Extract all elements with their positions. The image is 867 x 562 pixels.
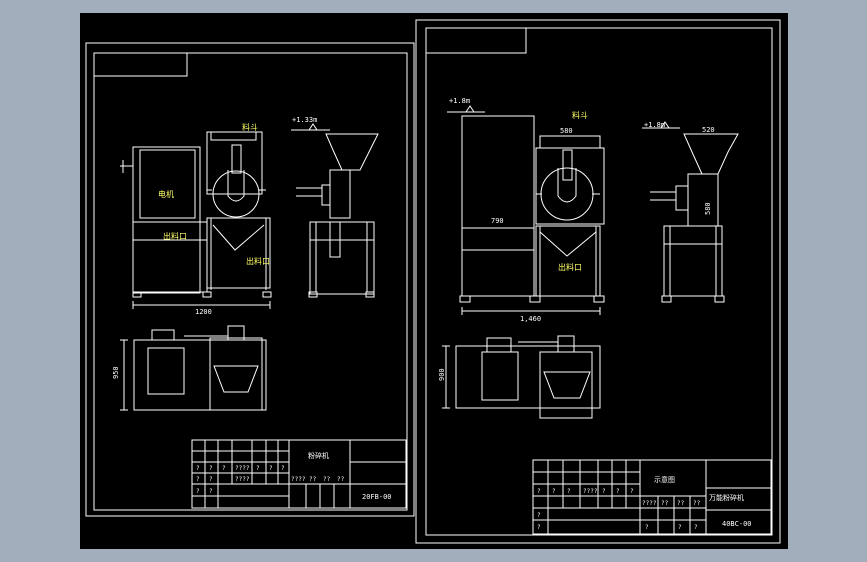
left-motor-label: 电机 (158, 189, 174, 199)
left-side-view (291, 123, 379, 298)
tb-cell: ???? (642, 500, 657, 507)
drawing-canvas (80, 13, 788, 549)
right-dim-mid: 790 (491, 217, 504, 225)
tb-cell: ?? (337, 476, 345, 483)
right-front-view (447, 105, 605, 315)
sheet-left-corner-box (93, 52, 188, 77)
left-width-dim: 1200 (195, 308, 212, 316)
tb-cell: ? (537, 512, 541, 519)
sheet-right-inner-border (425, 27, 773, 536)
right-plan-view (442, 335, 601, 419)
left-outlet-label-1: 出料口 (163, 231, 187, 241)
tb-cell: ? (281, 465, 285, 472)
left-titleblock (191, 439, 407, 509)
tb-cell: ?? (323, 476, 331, 483)
left-tb-cells: ? ? ? ???? ? ? ? ? ? ???? ???? ?? ?? ?? … (196, 465, 345, 495)
sheet-right-outer-border (415, 19, 781, 544)
sheet-left-inner-border (93, 52, 408, 511)
left-tb-drawing-no: 20FB-00 (362, 493, 392, 501)
tb-cell: ? (694, 524, 698, 531)
right-hopper-label: 料斗 (572, 110, 588, 120)
tb-cell: ? (537, 488, 541, 495)
left-plan-view (120, 325, 267, 411)
tb-cell: ???? (235, 476, 250, 483)
tb-cell: ?? (693, 500, 701, 507)
right-dim-top-1: 580 (560, 127, 573, 135)
right-tb-drawing-no: 40BC-00 (722, 520, 752, 528)
sheet-right-corner-box (425, 27, 527, 54)
tb-cell: ? (602, 488, 606, 495)
tb-cell: ?? (677, 500, 685, 507)
left-tb-title: 粉碎机 (308, 451, 329, 460)
right-tb-cells: ? ? ? ???? ? ? ? ???? ?? ?? ?? ? ? ? ? ? (537, 488, 701, 531)
tb-cell: ? (196, 476, 200, 483)
tb-cell: ? (567, 488, 571, 495)
tb-cell: ? (630, 488, 634, 495)
tb-cell: ? (269, 465, 273, 472)
tb-cell: ? (196, 488, 200, 495)
right-plan-dim: 900 (438, 368, 446, 381)
right-side-view (642, 121, 739, 303)
left-outlet-label-2: 出料口 (246, 256, 270, 266)
left-hopper-label: 料斗 (242, 122, 258, 132)
left-plan-dim: 950 (112, 366, 120, 379)
sheet-left (85, 42, 415, 517)
right-dim-side: 580 (704, 202, 712, 215)
tb-cell: ? (209, 488, 213, 495)
right-elevation-2: +1.8m (644, 121, 665, 129)
left-elevation-label: +1.33m (292, 116, 317, 124)
right-elevation-1: +1.8m (449, 97, 470, 105)
tb-cell: ? (196, 465, 200, 472)
right-outlet-label: 出料口 (558, 262, 582, 272)
right-tb-title: 万能粉碎机 (709, 493, 744, 502)
left-front-view (120, 131, 272, 309)
tb-cell: ? (616, 488, 620, 495)
tb-cell: ???? (583, 488, 598, 495)
sheet-right (415, 19, 781, 544)
tb-cell: ? (209, 465, 213, 472)
tb-cell: ? (552, 488, 556, 495)
tb-cell: ? (537, 524, 541, 531)
tb-cell: ???? (291, 476, 306, 483)
sheet-left-outer-border (85, 42, 415, 517)
right-titleblock (532, 459, 772, 535)
tb-cell: ? (209, 476, 213, 483)
right-width-dim: 1,460 (520, 315, 541, 323)
tb-cell: ? (256, 465, 260, 472)
tb-cell: ? (645, 524, 649, 531)
tb-cell: ???? (235, 465, 250, 472)
tb-cell: ? (222, 465, 226, 472)
tb-cell: ? (678, 524, 682, 531)
right-tb-caption: 示意图 (654, 475, 675, 484)
tb-cell: ?? (309, 476, 317, 483)
tb-cell: ?? (661, 500, 669, 507)
right-dim-top-2: 520 (702, 126, 715, 134)
